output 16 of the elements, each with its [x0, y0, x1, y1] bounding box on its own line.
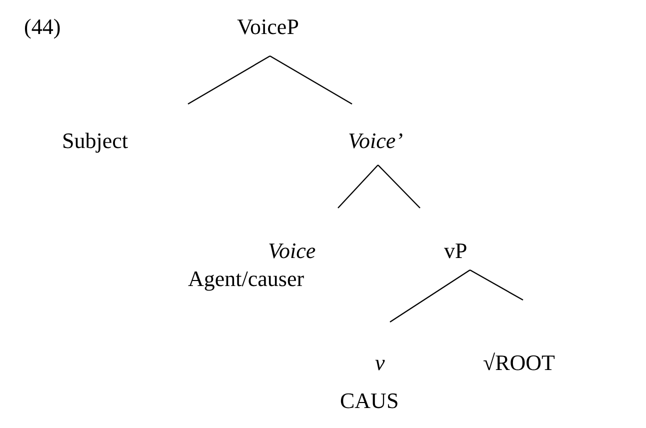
tree-branch	[470, 269, 524, 301]
tree-node-label: Voice’	[348, 128, 403, 154]
tree-branch	[338, 164, 378, 208]
tree-node-label: vP	[444, 238, 468, 264]
tree-branch	[390, 270, 470, 322]
tree-node-label: Voice	[268, 238, 316, 264]
example-number: (44)	[24, 14, 61, 40]
feature-label: Agent/causer	[188, 266, 304, 292]
tree-node-label: √ROOT	[483, 350, 555, 376]
tree-node-label: VoiceP	[237, 14, 299, 40]
tree-branch	[270, 55, 352, 105]
tree-branch	[188, 55, 270, 105]
tree-node-label: v	[375, 350, 385, 376]
tree-node-label: Subject	[62, 128, 128, 154]
feature-label: CAUS	[340, 388, 399, 414]
tree-branch	[378, 164, 420, 208]
